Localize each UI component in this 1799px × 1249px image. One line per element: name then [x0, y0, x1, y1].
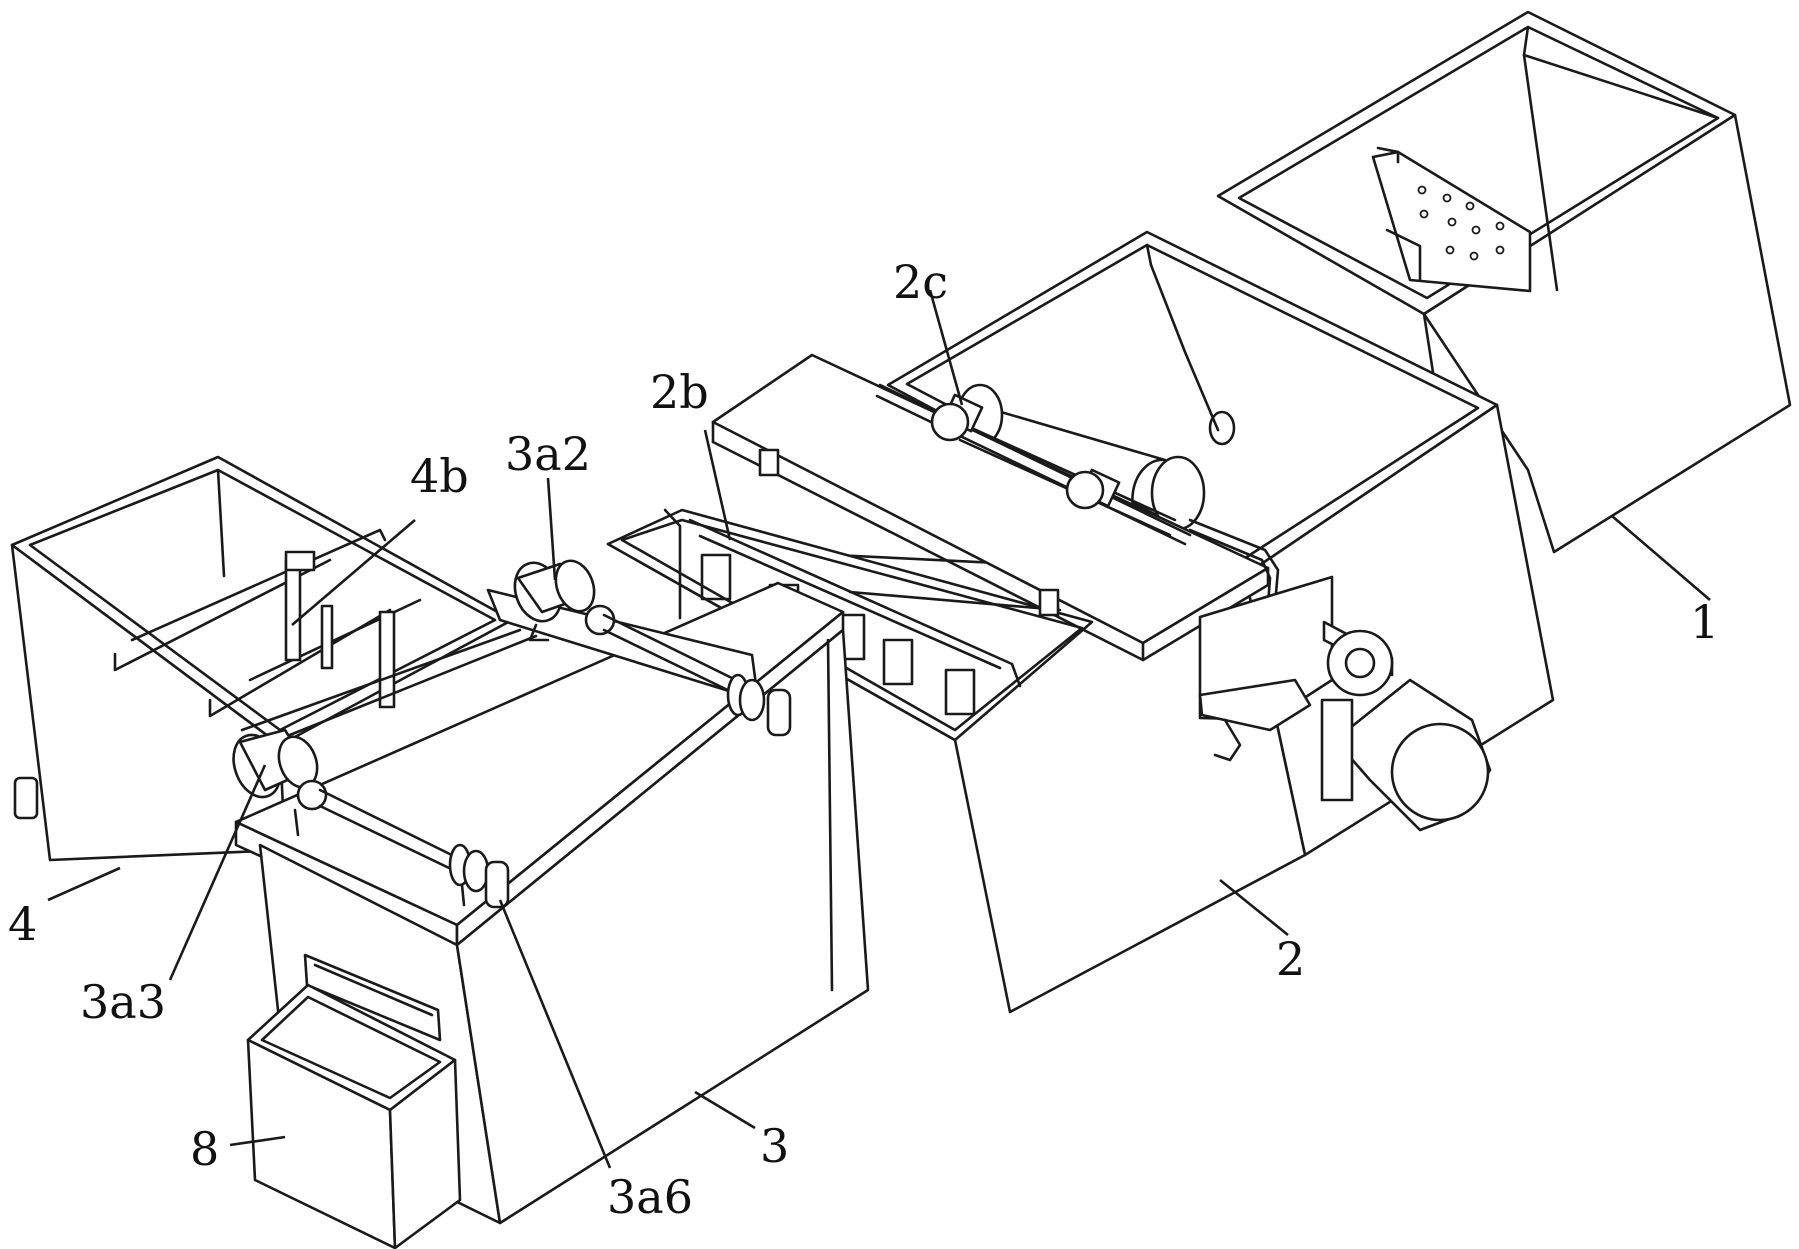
label-8: 8 [190, 1122, 219, 1176]
shaft-upper [602, 613, 792, 737]
bin-8 [246, 983, 462, 1249]
slider-2c-1 [930, 393, 984, 442]
label-4: 4 [8, 897, 37, 951]
belt [240, 628, 538, 747]
slider-2c-2 [1065, 468, 1121, 510]
label-1: 1 [1690, 595, 1719, 649]
motor-3a3 [232, 728, 328, 837]
label-3a2: 3a2 [505, 427, 591, 481]
tank-1 [1216, 10, 1792, 692]
shaft-lower [318, 788, 510, 909]
label-2b: 2b [650, 365, 709, 419]
tank-4 [10, 455, 514, 862]
label-3a6: 3a6 [607, 1170, 693, 1224]
label-2c: 2c [893, 255, 948, 309]
label-2: 2 [1276, 932, 1305, 986]
motor-3a2 [513, 559, 616, 642]
label-3a3: 3a3 [80, 975, 166, 1029]
leader-lines [47, 289, 1711, 1169]
gear-drive [1198, 575, 1492, 832]
perforated-plate [1371, 146, 1532, 293]
part-labels: 1 2 2b 2c 3 3a2 3a3 3a6 4 4b 8 [8, 255, 1719, 1224]
label-4b: 4b [410, 449, 469, 503]
label-3: 3 [760, 1119, 789, 1173]
